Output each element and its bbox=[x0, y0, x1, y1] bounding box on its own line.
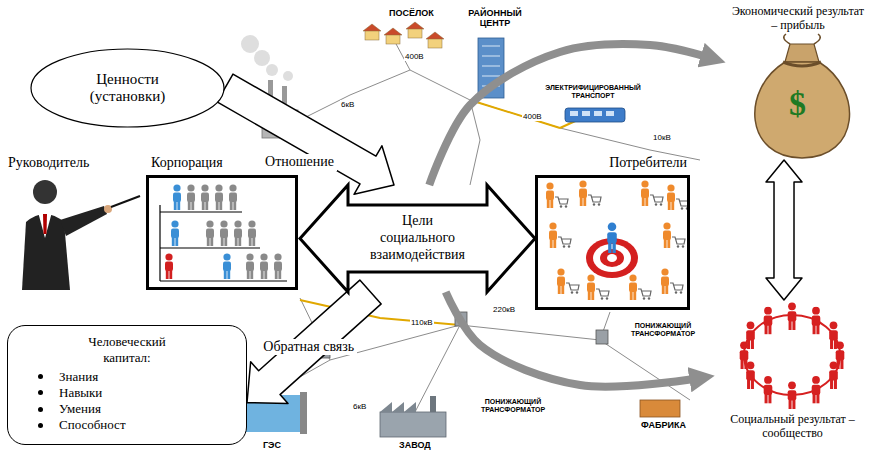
text-area: Цели социального взаимодействия bbox=[348, 205, 487, 272]
capital-row: Человеческий капитал: bbox=[20, 334, 234, 367]
goals-double-arrow: Цели социального взаимодействия bbox=[300, 185, 535, 292]
profit-result: Экономический результат – прибыль bbox=[726, 3, 870, 160]
community-arrow bbox=[446, 292, 697, 387]
edge-label: Отношение bbox=[262, 154, 337, 170]
manager-figure bbox=[22, 180, 140, 290]
capital-item: Знания bbox=[59, 369, 98, 385]
dollar-sign: $ bbox=[789, 84, 806, 123]
grid-site-label: ПОНИЖАЮЩИЙ ТРАНСФОРМАТОР bbox=[470, 398, 556, 414]
bullet-dot bbox=[38, 423, 43, 428]
voltage-label: 220кВ bbox=[492, 305, 516, 314]
double-arrow-shape bbox=[300, 185, 535, 292]
capital-item: Умения bbox=[59, 401, 101, 417]
grid-site-label: ПОНИЖАЮЩИЙ ТРАНСФОРМАТОР bbox=[620, 322, 706, 338]
profit-arrow bbox=[429, 44, 708, 185]
result-heading: Экономический результат – прибыль bbox=[726, 4, 870, 33]
capital-row: Навыки bbox=[38, 385, 234, 401]
values-text: Ценности (установки) bbox=[90, 71, 165, 106]
voltage-label: 6кВ bbox=[340, 100, 355, 109]
capital-item: Навыки bbox=[59, 385, 102, 401]
grid-site-label: ЭЛЕКТРИФИЦИРОВАННЫЙ ТРАНСПОРТ bbox=[540, 84, 646, 100]
bullet-dot bbox=[38, 374, 43, 379]
box-heading: Потребители bbox=[609, 155, 687, 171]
bullet-dot bbox=[38, 390, 43, 395]
capital-row: Знания bbox=[38, 369, 234, 385]
voltage-label: 400В bbox=[404, 52, 425, 61]
grid-site-label: ПОСЁЛОК bbox=[388, 8, 435, 18]
power-grid bbox=[241, 22, 700, 437]
voltage-label: 6кВ bbox=[352, 402, 367, 411]
human-capital-box: Человеческий капитал: ЗнанияНавыкиУменияС… bbox=[7, 325, 247, 445]
consumers-box: Потребители bbox=[535, 175, 690, 310]
goals-text: Цели социального взаимодействия bbox=[370, 213, 465, 263]
voltage-label: 10кВ bbox=[652, 133, 672, 142]
manager-label: Руководитель bbox=[8, 155, 89, 171]
grid-site-label: ГЭС bbox=[262, 440, 282, 450]
values-ellipse: Ценности (установки) bbox=[30, 48, 225, 128]
org-chart-picture bbox=[146, 175, 298, 290]
feedback-arrow bbox=[247, 280, 381, 403]
consumers-picture bbox=[535, 175, 690, 310]
box-heading: Корпорация bbox=[151, 155, 223, 171]
capital-row: Умения bbox=[38, 401, 234, 417]
community-picture bbox=[740, 302, 845, 409]
money-bag-picture bbox=[755, 34, 850, 158]
grid-site-label: РАЙОННЫЙ ЦЕНТР bbox=[462, 8, 528, 29]
ellipse-shape bbox=[31, 49, 224, 127]
connector-group bbox=[217, 44, 802, 403]
text-area: Ценности (установки) bbox=[30, 48, 225, 128]
grid-site-label: ФАБРИКА bbox=[640, 420, 687, 430]
community-result: Социальный результат – сообщество bbox=[715, 300, 870, 441]
bullet-dot bbox=[38, 407, 43, 412]
capital-heading: Человеческий капитал: bbox=[88, 334, 165, 367]
voltage-label: 400В bbox=[522, 112, 543, 121]
edge-label: Обратная связь bbox=[260, 339, 357, 355]
result-heading: Социальный результат – сообщество bbox=[715, 412, 870, 441]
grid-site-label: ЗАВОД bbox=[398, 440, 432, 450]
result-link-arrow bbox=[766, 160, 802, 300]
corporation-box: Корпорация bbox=[146, 175, 298, 290]
capital-item: Способност bbox=[59, 417, 126, 433]
capital-row: Способност bbox=[38, 417, 234, 433]
voltage-label: 110кВ bbox=[410, 318, 434, 327]
